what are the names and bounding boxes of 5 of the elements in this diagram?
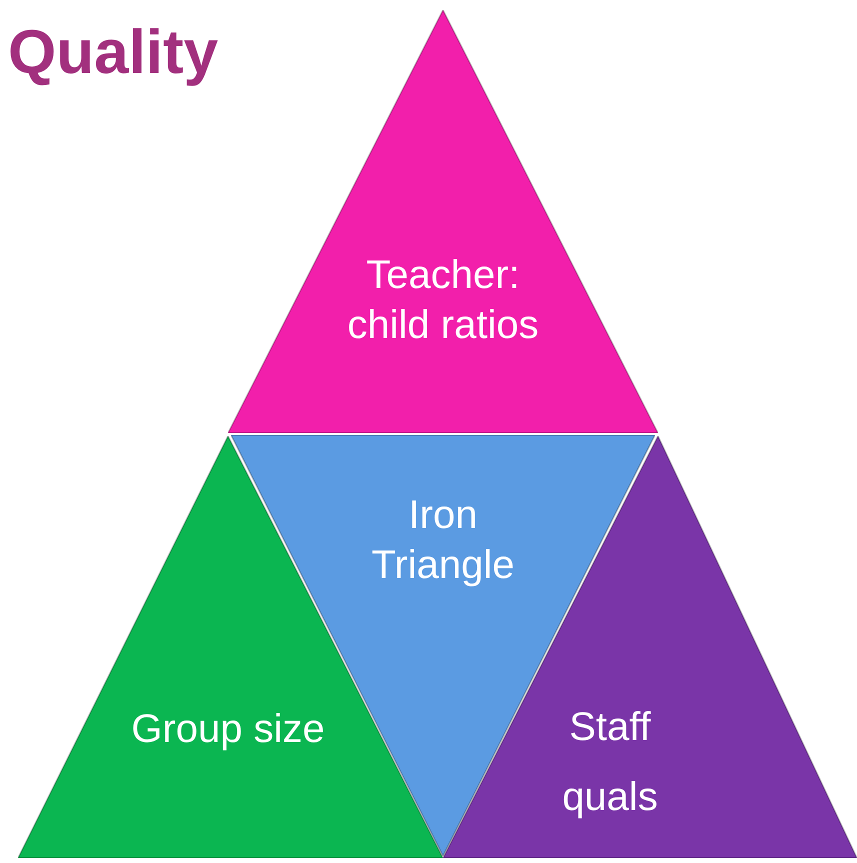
triangle-label: Iron Triangle [370, 492, 516, 589]
triangle-label: Staff quals [561, 704, 659, 821]
title: Quality [8, 18, 218, 88]
triangle-label: Group size [130, 706, 326, 753]
triangle-label: Teacher: child ratios [346, 252, 540, 349]
